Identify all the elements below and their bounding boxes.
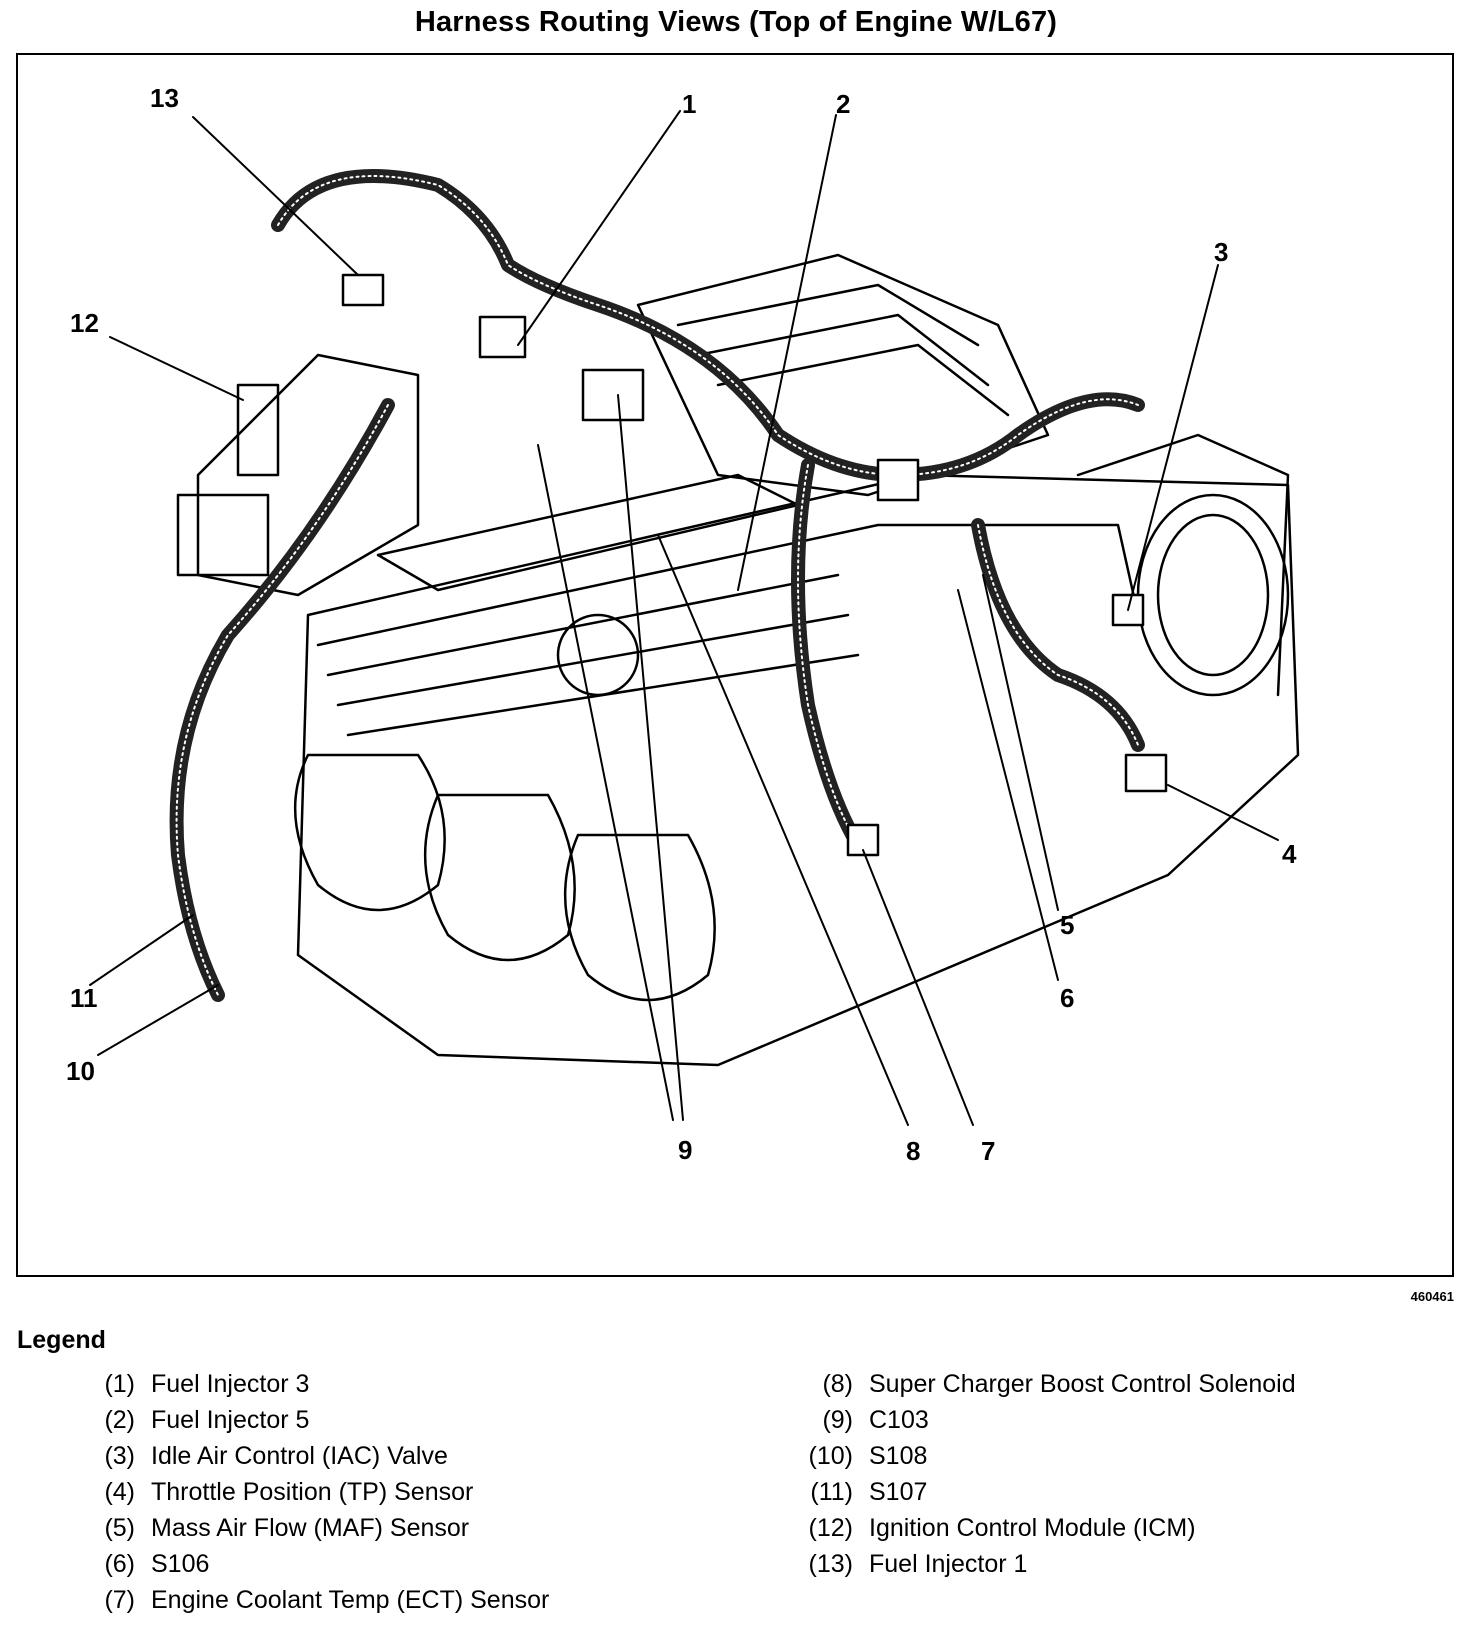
- callout-3: 3: [1214, 237, 1229, 267]
- figure-number: 460461: [1410, 1289, 1454, 1304]
- legend-number: (8): [822, 1370, 853, 1398]
- callout-5: 5: [1060, 910, 1075, 940]
- callout-9: 9: [678, 1135, 693, 1165]
- callout-2: 2: [836, 89, 851, 119]
- supercharger: [636, 253, 1290, 697]
- legend-number: (12): [808, 1514, 853, 1542]
- callout-6: 6: [1060, 983, 1075, 1013]
- legend-number: (4): [104, 1478, 135, 1506]
- ignition-module: [176, 353, 420, 597]
- engine-illustration: [89, 110, 1300, 1126]
- legend-item: (8) Super Charger Boost Control Solenoid: [773, 1370, 1453, 1406]
- callout-1: 1: [682, 89, 697, 119]
- legend-number: (9): [822, 1406, 853, 1434]
- legend-label: Fuel Injector 1: [869, 1550, 1028, 1578]
- callout-11: 11: [70, 983, 98, 1013]
- leader-lines: [89, 110, 1279, 1126]
- legend-item: (9) C103: [773, 1406, 1453, 1442]
- legend-number: (11): [810, 1478, 853, 1506]
- callout-13: 13: [150, 83, 179, 113]
- legend-item: (10) S108: [773, 1442, 1453, 1478]
- legend-label: S106: [151, 1550, 210, 1578]
- legend-item: (1) Fuel Injector 3: [55, 1370, 675, 1406]
- legend-label: Mass Air Flow (MAF) Sensor: [151, 1514, 470, 1542]
- diagram-frame: 13 1 2 3 12 4 5 6 11 10 9 8 7: [16, 53, 1454, 1277]
- legend-number: (5): [104, 1514, 135, 1542]
- diagram-title: Harness Routing Views (Top of Engine W/L…: [414, 6, 1058, 38]
- callout-12: 12: [70, 308, 99, 338]
- legend-item: (13) Fuel Injector 1: [773, 1550, 1453, 1586]
- legend-item: (5) Mass Air Flow (MAF) Sensor: [55, 1514, 675, 1550]
- legend-label: Ignition Control Module (ICM): [869, 1514, 1196, 1542]
- callout-4: 4: [1282, 839, 1297, 869]
- legend-number: (3): [104, 1442, 135, 1470]
- legend-label: Fuel Injector 3: [151, 1370, 310, 1398]
- callout-10: 10: [66, 1056, 95, 1086]
- legend-number: (2): [104, 1406, 135, 1434]
- legend-item: (3) Idle Air Control (IAC) Valve: [55, 1442, 675, 1478]
- callout-8: 8: [906, 1136, 921, 1166]
- legend-number: (1): [104, 1370, 135, 1398]
- connectors: [341, 273, 1168, 857]
- legend-label: S108: [869, 1442, 928, 1470]
- legend-item: (2) Fuel Injector 5: [55, 1406, 675, 1442]
- legend-right-column: (8)Super Charger Boost Control Solenoid …: [773, 1370, 1453, 1586]
- legend-heading: Legend: [17, 1326, 106, 1354]
- legend-number: (10): [808, 1442, 853, 1470]
- legend-number: (7): [104, 1586, 135, 1614]
- legend-label: Throttle Position (TP) Sensor: [151, 1478, 474, 1506]
- legend-item: (4) Throttle Position (TP) Sensor: [55, 1478, 675, 1514]
- legend-number: (13): [808, 1550, 853, 1578]
- legend-label: S107: [869, 1478, 928, 1506]
- legend-left-column: (1) Fuel Injector 3 (2) Fuel Injector 5 (3…: [55, 1370, 675, 1622]
- legend-label: Fuel Injector 5: [151, 1406, 310, 1434]
- legend-item: (7) Engine Coolant Temp (ECT) Sensor: [55, 1586, 675, 1622]
- legend-item: (6) S106: [55, 1550, 675, 1586]
- legend-number: (6): [104, 1550, 135, 1578]
- legend-item: (12) Ignition Control Module (ICM): [773, 1514, 1453, 1550]
- legend-item: (11) S107: [773, 1478, 1453, 1514]
- legend-label: Engine Coolant Temp (ECT) Sensor: [151, 1586, 550, 1614]
- legend-label: C103: [869, 1406, 929, 1434]
- harness-texture: [175, 175, 1139, 996]
- callout-7: 7: [981, 1136, 996, 1166]
- legend-label: Super Charger Boost Control Solenoid: [869, 1370, 1296, 1398]
- legend-label: Idle Air Control (IAC) Valve: [151, 1442, 448, 1470]
